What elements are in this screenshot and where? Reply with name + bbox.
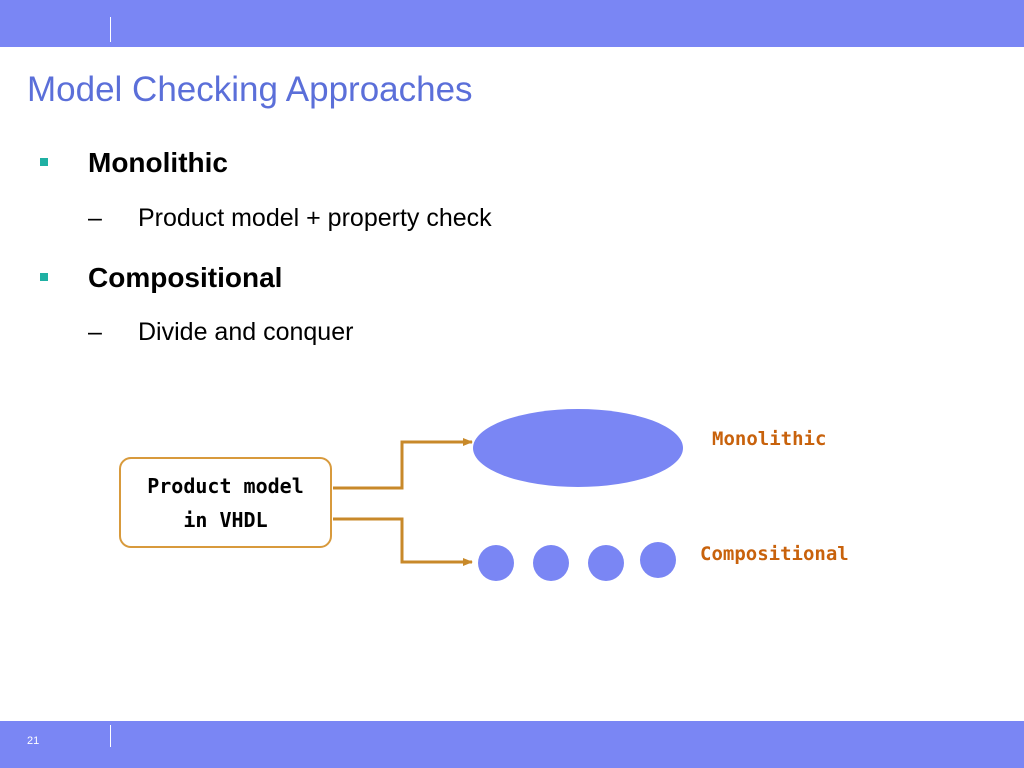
sub-bullet-monolithic: Product model + property check: [138, 204, 492, 232]
monolithic-ellipse: [473, 409, 683, 487]
footer-divider: [110, 725, 111, 747]
dash-icon: –: [88, 204, 102, 232]
component-circle: [588, 545, 624, 581]
bullet-monolithic: Monolithic: [88, 147, 228, 178]
arrow-to-monolithic: [333, 438, 473, 490]
arrow-to-compositional: [333, 517, 473, 566]
sub-bullet-compositional: Divide and conquer: [138, 318, 354, 346]
dash-icon: –: [88, 318, 102, 346]
component-circle: [533, 545, 569, 581]
component-circle: [640, 542, 676, 578]
component-circle: [478, 545, 514, 581]
header-divider: [110, 17, 111, 42]
product-box-line1: Product model: [147, 473, 304, 498]
header-bar: [0, 0, 1024, 47]
compositional-label: Compositional: [700, 543, 849, 565]
slide-number: 21: [27, 735, 40, 747]
product-model-box: Product model in VHDL: [119, 457, 332, 548]
monolithic-label: Monolithic: [712, 428, 827, 450]
bullet-square-icon: [40, 158, 48, 166]
bullet-square-icon: [40, 273, 48, 281]
slide-title: Model Checking Approaches: [27, 70, 473, 109]
product-box-line2: in VHDL: [183, 507, 268, 532]
bullet-compositional: Compositional: [88, 262, 283, 293]
footer-bar: 21: [0, 721, 1024, 768]
